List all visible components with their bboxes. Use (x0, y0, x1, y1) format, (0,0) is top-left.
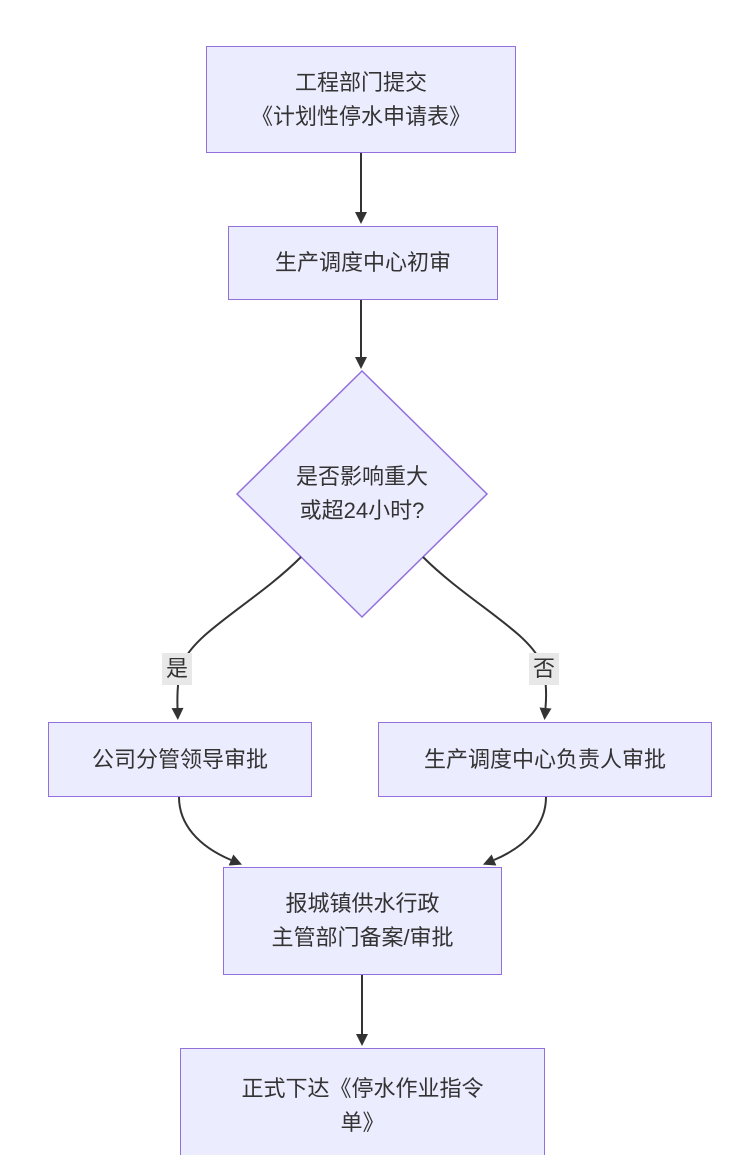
node-initial-review: 生产调度中心初审 (228, 226, 498, 300)
edge-leader-to-gov (178, 796, 243, 866)
edge-centerhead-to-gov (482, 796, 547, 866)
edge-label-yes: 是 (161, 653, 193, 685)
node-decision-label-line1: 是否影响重大 (295, 464, 428, 489)
node-decision-shape (235, 369, 489, 619)
node-issue-order-label-line1: 正式下达《停水作业指令 (241, 1075, 484, 1101)
node-decision-text: 是否影响重大 或超24小时? (237, 371, 487, 617)
node-submit-label-line2: 《计划性停水申请表》 (250, 103, 471, 129)
node-center-head-approval: 生产调度中心负责人审批 (378, 722, 712, 797)
node-decision-label-line2: 或超24小时? (299, 498, 425, 523)
node-center-head-approval-label: 生产调度中心负责人审批 (423, 746, 666, 772)
edge-decision-yes-to-leader (171, 556, 302, 720)
edge-decision-no-to-centerhead (422, 556, 552, 720)
node-issue-order-label-line2: 单》 (340, 1109, 385, 1135)
node-initial-review-label: 生产调度中心初审 (274, 250, 451, 275)
node-leader-approval-label: 公司分管领导审批 (91, 746, 268, 772)
node-gov-filing: 报城镇供水行政 主管部门备案/审批 (223, 867, 502, 975)
node-issue-order: 正式下达《停水作业指令 单》 (180, 1048, 545, 1155)
node-submit-label-line1: 工程部门提交 (294, 69, 427, 95)
node-leader-approval: 公司分管领导审批 (48, 722, 312, 797)
node-submit: 工程部门提交 《计划性停水申请表》 (206, 46, 516, 153)
node-gov-filing-label-line1: 报城镇供水行政 (285, 891, 440, 916)
edge-label-no: 否 (528, 653, 560, 685)
node-gov-filing-label-line2: 主管部门备案/审批 (271, 925, 454, 950)
